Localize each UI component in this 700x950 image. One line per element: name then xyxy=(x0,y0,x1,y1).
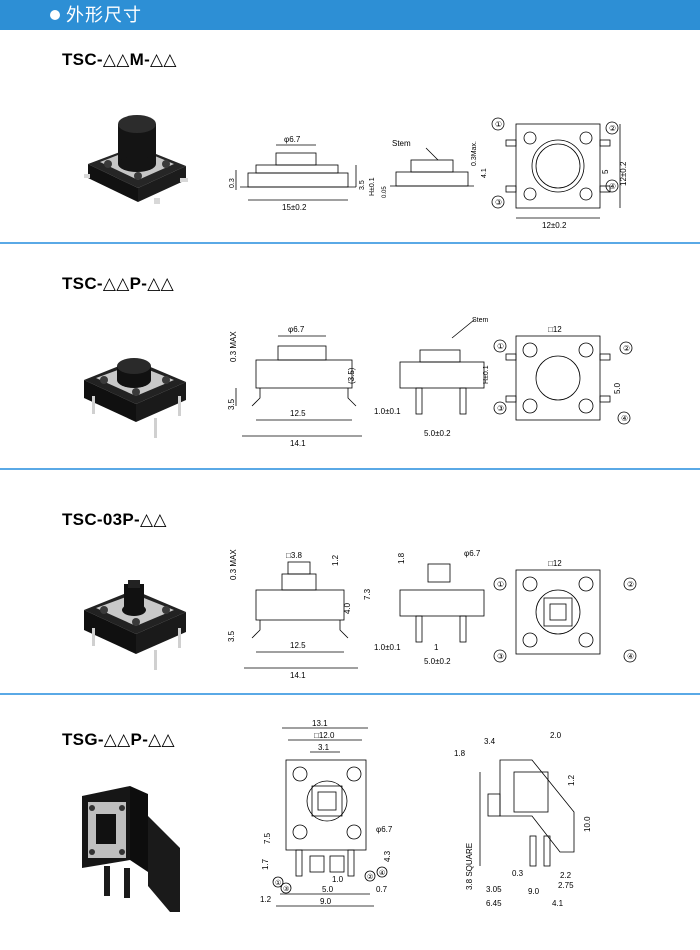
dim-label: 1 xyxy=(434,643,439,652)
pin-marker: ② xyxy=(627,580,634,589)
dim-label: 3.8 SQUARE xyxy=(465,843,474,890)
dim-label: 14.1 xyxy=(290,439,306,448)
dim-label: 9.0 xyxy=(528,887,540,896)
dim-label: 3.5 xyxy=(227,630,236,642)
dimension-drawing: 13.1 □12.0 3.1 7.5 φ6.7 1.7 4.3 1.0 5.0 … xyxy=(260,719,592,908)
pin-marker: ② xyxy=(609,124,616,133)
dim-label: 7.5 xyxy=(263,832,272,844)
dim-label: 0.3Max. xyxy=(471,141,478,166)
dim-label: φ6.7 xyxy=(464,549,481,558)
pin-marker: ① xyxy=(497,342,504,351)
dim-label: φ6.7 xyxy=(376,825,393,834)
dim-label: 0.3 MAX xyxy=(229,549,238,580)
dim-label: 1.8 xyxy=(397,552,406,564)
dim-label: 3.5 xyxy=(359,180,366,190)
dim-label: 10.0 xyxy=(583,816,592,832)
dim-label: 15±0.2 xyxy=(282,203,307,212)
model-name: TSC-03P-△△ xyxy=(62,510,167,529)
switch-photo xyxy=(84,358,186,438)
dim-label: 1.8 xyxy=(454,749,466,758)
dim-label: Stem xyxy=(472,317,489,324)
dim-label: 14.1 xyxy=(290,671,306,680)
dim-label: 0.7 xyxy=(376,885,388,894)
dimension-drawing: 0.3 MAX □3.8 1.2 4.0 7.3 3.5 12.5 14.1 1… xyxy=(227,549,637,680)
dim-label: 1.0±0.1 xyxy=(374,643,401,652)
dim-label: 12.5 xyxy=(290,409,306,418)
dim-label: (3.5) xyxy=(347,367,356,384)
model-name: TSC-△△P-△△ xyxy=(62,274,174,293)
dim-label: 9.0 xyxy=(320,897,332,906)
dim-label: 3.4 xyxy=(484,737,496,746)
pin-marker: ④ xyxy=(627,652,634,661)
dim-label: φ6.7 xyxy=(288,325,305,334)
dim-label: 1.7 xyxy=(261,858,270,870)
dim-label: 3.5 xyxy=(227,398,236,410)
dim-label: □3.8 xyxy=(286,551,303,560)
dim-label: 12±0.2 xyxy=(542,221,567,230)
pin-marker: ① xyxy=(495,120,502,129)
section-divider xyxy=(0,242,700,244)
dim-label: 5.0 xyxy=(613,382,622,394)
dim-label: □12 xyxy=(548,559,562,568)
pin-marker: ④ xyxy=(621,414,628,423)
dim-label: 12±0.2 xyxy=(619,161,628,186)
pin-marker: ③ xyxy=(495,198,502,207)
dim-label: 3.05 xyxy=(486,885,502,894)
dim-label: H±0.1 xyxy=(369,177,376,196)
dim-label: Stem xyxy=(392,139,411,148)
dim-label: 4.3 xyxy=(383,850,392,862)
dim-label: 13.1 xyxy=(312,719,328,728)
dim-label: □12 xyxy=(548,325,562,334)
dim-label: 0.3 xyxy=(512,869,524,878)
model-name: TSC-△△M-△△ xyxy=(62,50,177,69)
pin-marker: ① xyxy=(497,580,504,589)
dim-label: 7.3 xyxy=(363,588,372,600)
dim-label: 5 xyxy=(601,169,610,174)
pin-marker: ① xyxy=(275,879,281,887)
pin-marker: ② xyxy=(367,874,373,881)
dim-label: 5.0 xyxy=(322,885,334,894)
switch-photo xyxy=(84,580,186,670)
dim-label: □12.0 xyxy=(314,731,335,740)
dim-label: H±0.1 xyxy=(483,365,490,384)
dim-label: 5.0±0.2 xyxy=(424,429,451,438)
dim-label: 1.0±0.1 xyxy=(374,407,401,416)
pin-marker: ② xyxy=(623,344,630,353)
dim-label: 0.3 xyxy=(229,178,236,188)
dim-label: 4.1 xyxy=(552,899,564,908)
section-divider xyxy=(0,468,700,470)
pin-marker: ③ xyxy=(497,652,504,661)
dim-label: φ6.7 xyxy=(284,135,301,144)
pin-marker: ④ xyxy=(379,869,385,877)
dim-label: 0.3 MAX xyxy=(229,331,238,362)
dim-label: 1.2 xyxy=(567,774,576,786)
dim-label: 3.1 xyxy=(318,743,330,752)
section-title: 外形尺寸 xyxy=(66,5,142,25)
switch-photo xyxy=(84,115,188,204)
dim-label: 1.2 xyxy=(331,554,340,566)
dim-label: 0.05 xyxy=(382,186,388,198)
dim-label: 2.0 xyxy=(550,731,562,740)
pin-marker: ④ xyxy=(609,182,616,191)
dim-label: 4.0 xyxy=(343,602,352,614)
pin-marker: ③ xyxy=(283,885,289,893)
dim-label: 1.0 xyxy=(332,875,344,884)
pin-marker: ③ xyxy=(497,404,504,413)
dim-label: 5.0±0.2 xyxy=(424,657,451,666)
dim-label: 4.1 xyxy=(481,168,488,178)
section-divider xyxy=(0,693,700,695)
dim-label: 12.5 xyxy=(290,641,306,650)
section-header: 外形尺寸 xyxy=(0,0,700,30)
dimension-drawing: 0.3 MAX φ6.7 3.5 (3.5) 12.5 14.1 Stem H±… xyxy=(227,317,633,448)
model-name: TSG-△△P-△△ xyxy=(62,730,175,749)
switch-photo xyxy=(82,786,180,912)
bullet-icon xyxy=(50,10,60,20)
dimension-drawing: φ6.7 0.3 15±0.2 3.5 H±0.1 Stem 0.05 0.3M… xyxy=(229,117,628,230)
dim-label: 2.2 xyxy=(560,871,572,880)
dim-label: 1.2 xyxy=(260,895,272,904)
dim-label: 6.45 xyxy=(486,899,502,908)
dim-label: 2.75 xyxy=(558,881,574,890)
